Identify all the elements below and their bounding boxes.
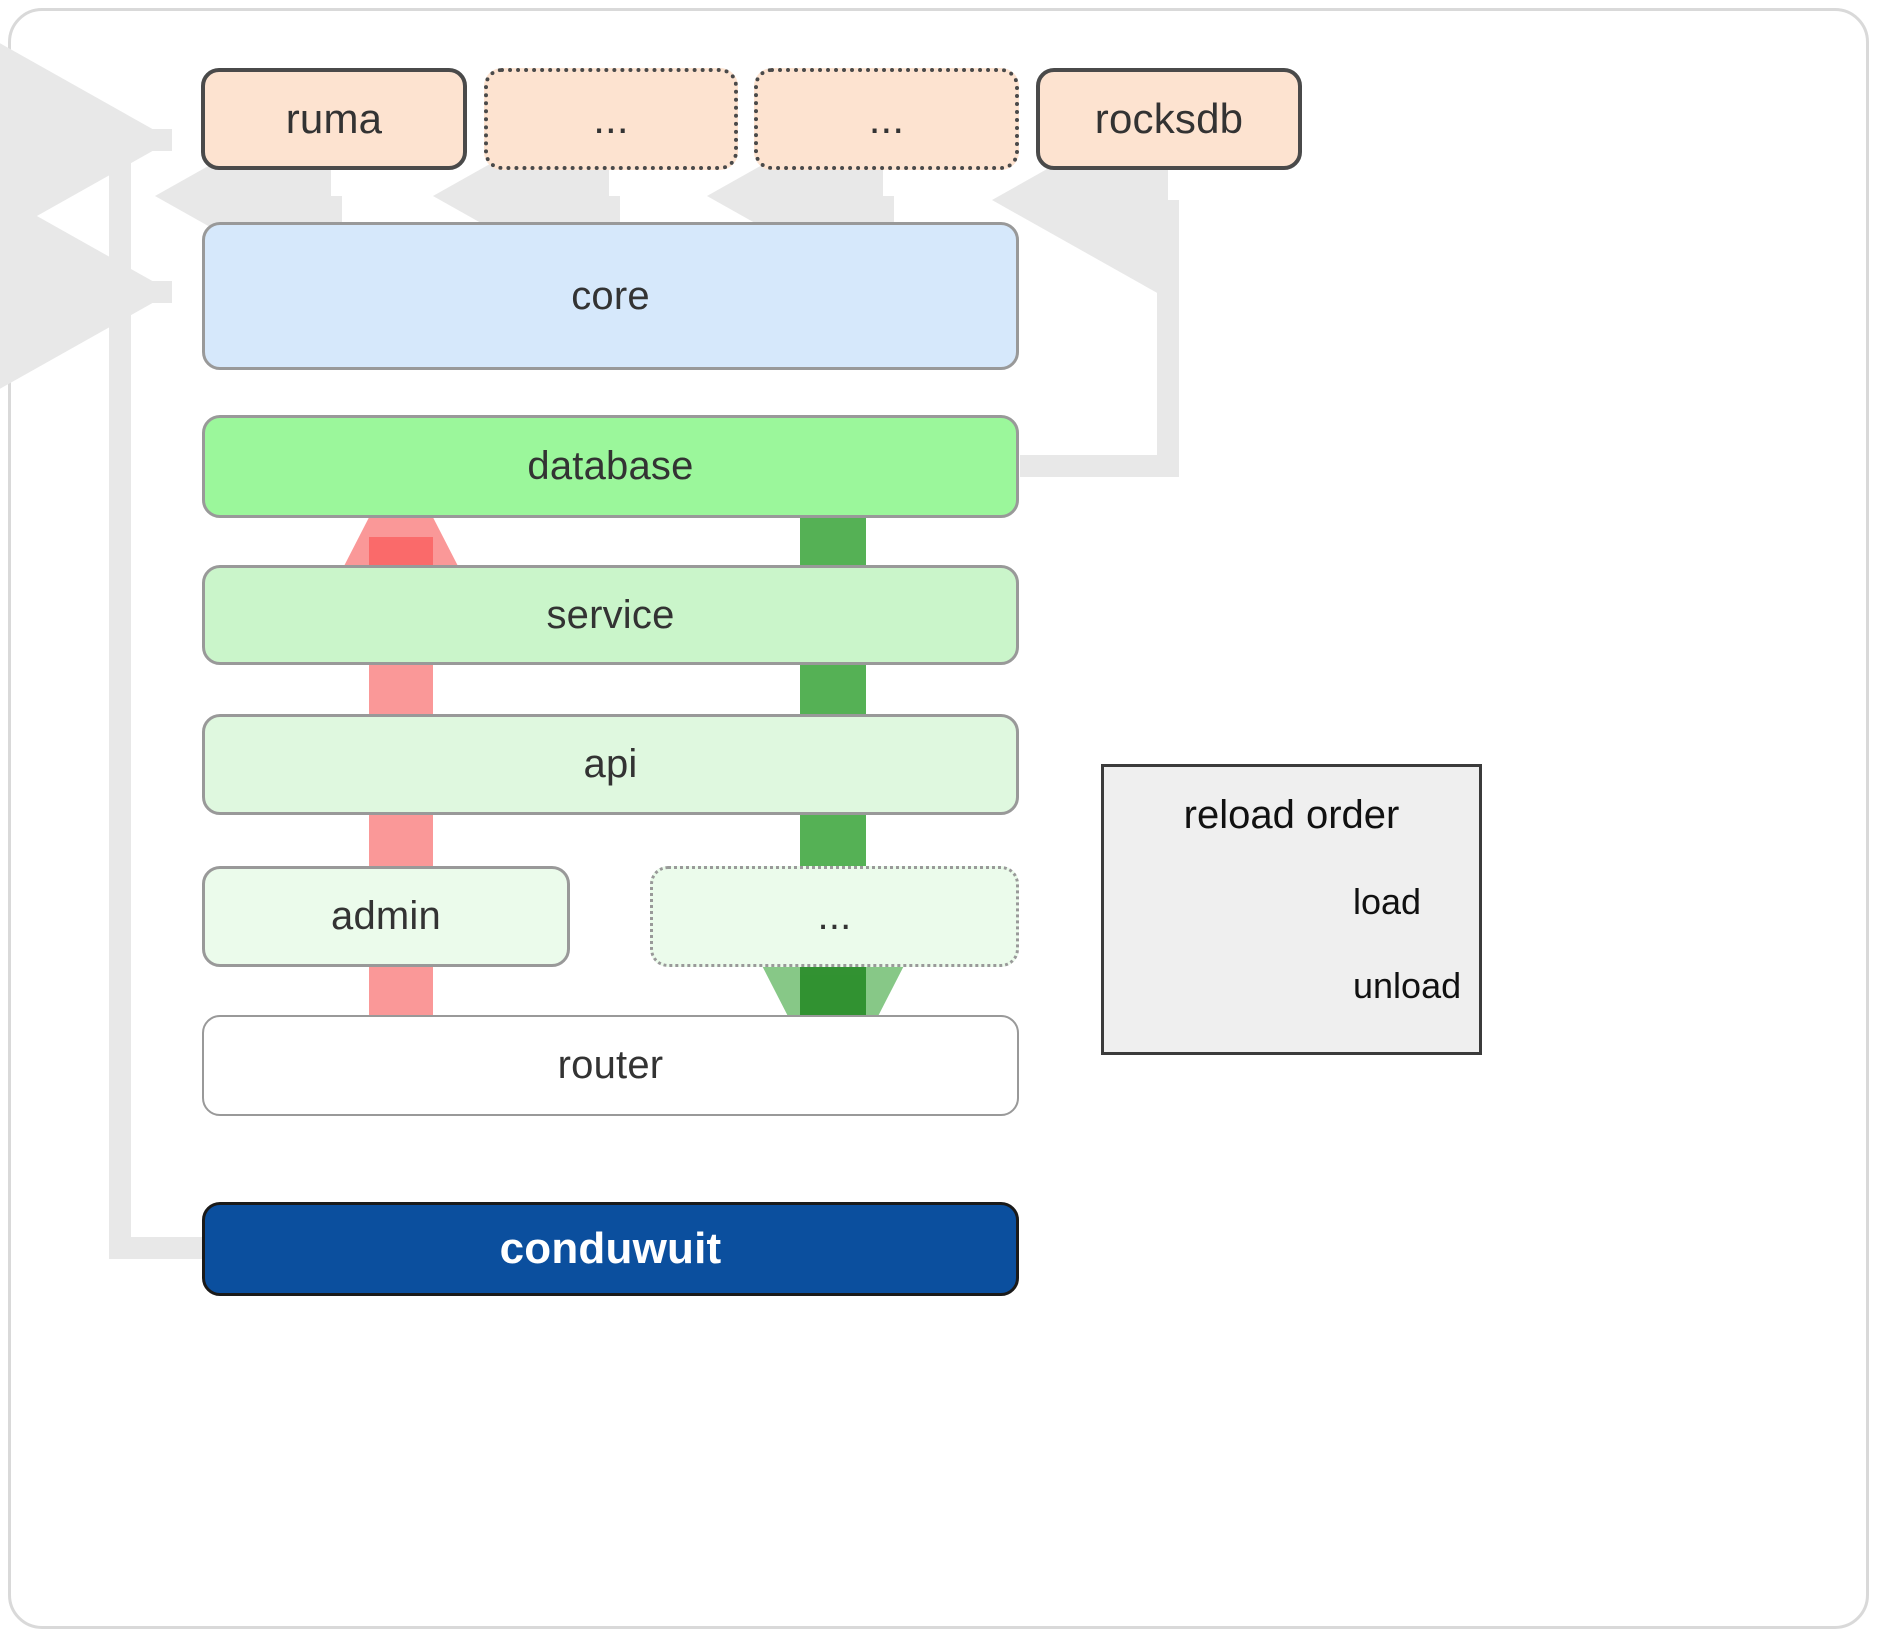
- layer-core[interactable]: core: [202, 222, 1019, 370]
- layer-service[interactable]: service: [202, 565, 1019, 665]
- legend-unload-label: unload: [1353, 965, 1462, 1006]
- crate-ruma[interactable]: ruma: [201, 68, 467, 170]
- layer-router-label: router: [557, 1043, 664, 1087]
- layer-admin-label: admin: [331, 894, 441, 938]
- connector-conduwuit-to-ruma: [0, 41, 205, 1259]
- crate-placeholder-1[interactable]: ...: [484, 68, 738, 170]
- layer-service-label: service: [546, 592, 675, 637]
- crate-placeholder-2-label: ...: [868, 95, 905, 142]
- app-conduwuit[interactable]: conduwuit: [202, 1202, 1019, 1296]
- layer-router[interactable]: router: [202, 1015, 1019, 1116]
- layer-placeholder[interactable]: ...: [650, 866, 1019, 967]
- crate-placeholder-1-label: ...: [593, 95, 629, 142]
- layer-api[interactable]: api: [202, 714, 1019, 815]
- layer-placeholder-label: ...: [817, 894, 852, 938]
- legend-panel: reload order load unload: [1101, 764, 1482, 1055]
- layer-database-label: database: [527, 444, 694, 488]
- layer-admin[interactable]: admin: [202, 866, 570, 967]
- layer-core-label: core: [571, 273, 650, 318]
- app-conduwuit-label: conduwuit: [499, 1224, 722, 1273]
- legend-load-label: load: [1353, 881, 1422, 922]
- crate-ruma-label: ruma: [285, 95, 383, 142]
- layer-database[interactable]: database: [202, 415, 1019, 518]
- layer-api-label: api: [583, 742, 638, 786]
- crate-rocksdb[interactable]: rocksdb: [1036, 68, 1302, 170]
- legend-title: reload order: [1183, 793, 1400, 837]
- crate-rocksdb-label: rocksdb: [1094, 95, 1244, 142]
- connector-database-to-rocksdb: [992, 101, 1179, 477]
- crate-placeholder-2[interactable]: ...: [754, 68, 1019, 170]
